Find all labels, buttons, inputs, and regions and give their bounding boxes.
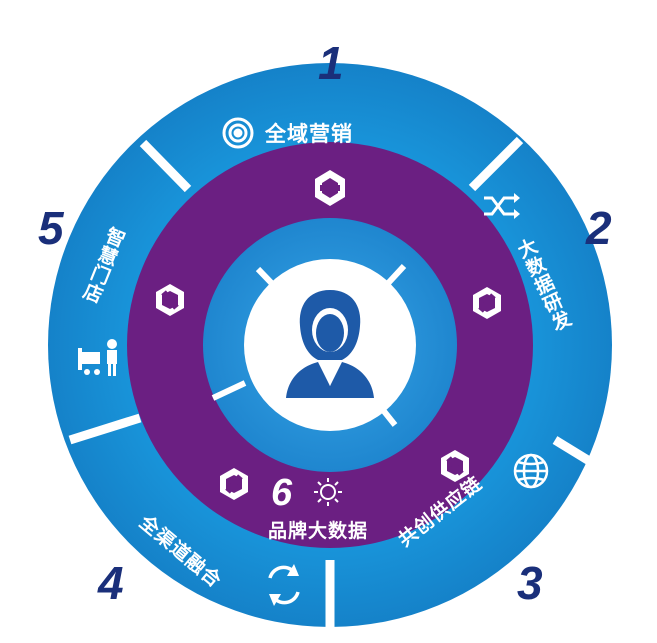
target-icon [222, 117, 254, 149]
brand-big-data-label: 品牌大数据 [268, 520, 369, 542]
segment-label-1: 全域营销 [265, 122, 353, 146]
hex-marker-left [156, 284, 184, 316]
number-3: 3 [517, 557, 543, 609]
refresh-icon [268, 564, 300, 606]
hex-marker-right [473, 287, 501, 319]
outer-ring-dividers [68, 136, 607, 632]
shopping-cart-person-icon [78, 339, 117, 376]
hex-marker-bottom-left [220, 468, 248, 500]
person-icon [286, 290, 374, 398]
number-4: 4 [98, 557, 124, 609]
number-2: 2 [586, 202, 612, 254]
globe-icon [513, 453, 549, 489]
number-1: 1 [318, 37, 344, 89]
hex-marker-top [315, 170, 345, 206]
sun-icon [314, 478, 342, 506]
number-6: 6 [271, 472, 293, 514]
hex-marker-bottom-right [441, 450, 469, 482]
shuffle-icon [484, 193, 520, 219]
number-5: 5 [38, 202, 64, 254]
